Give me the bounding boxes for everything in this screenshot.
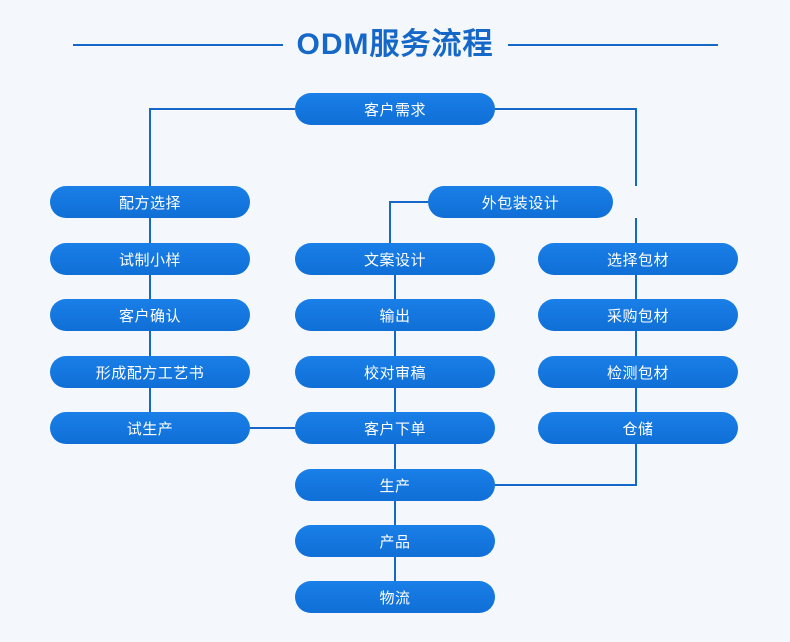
node-formula-selection[interactable]: 配方选择 (50, 186, 250, 218)
node-trial-sample[interactable]: 试制小样 (50, 243, 250, 275)
node-label: 形成配方工艺书 (95, 364, 205, 382)
node-inspect-material[interactable]: 检测包材 (538, 356, 738, 388)
node-label: 试生产 (126, 420, 174, 438)
node-customer-confirm[interactable]: 客户确认 (50, 299, 250, 331)
node-customer-demand[interactable]: 客户需求 (295, 93, 495, 125)
node-package-design[interactable]: 外包装设计 (428, 186, 613, 218)
node-label: 仓储 (622, 420, 654, 438)
node-copywriting[interactable]: 文案设计 (295, 243, 495, 275)
node-storage[interactable]: 仓储 (538, 412, 738, 444)
node-label: 物流 (379, 589, 411, 607)
node-label: 客户下单 (363, 420, 426, 438)
title-rule-left (72, 44, 283, 46)
connector-package-to-copy (389, 201, 428, 243)
node-purchase-material[interactable]: 采购包材 (538, 299, 738, 331)
node-label: 配方选择 (118, 194, 181, 212)
node-label: 输出 (379, 307, 411, 325)
node-production[interactable]: 生产 (295, 469, 495, 501)
connector-storage-to-production (495, 444, 637, 486)
node-product[interactable]: 产品 (295, 525, 495, 557)
node-label: 采购包材 (606, 307, 669, 325)
page-title: ODM服务流程 (0, 22, 790, 68)
node-logistics[interactable]: 物流 (295, 581, 495, 613)
node-output[interactable]: 输出 (295, 299, 495, 331)
node-label: 生产 (379, 477, 411, 495)
node-label: 检测包材 (606, 364, 669, 382)
node-customer-order[interactable]: 客户下单 (295, 412, 495, 444)
node-label: 选择包材 (606, 251, 669, 269)
connector-demand-to-formula (149, 108, 295, 186)
page-title-text: ODM服务流程 (296, 28, 494, 61)
node-label: 校对审稿 (363, 364, 426, 382)
node-label: 客户需求 (363, 101, 426, 119)
title-rule-right (507, 44, 718, 46)
node-label: 产品 (379, 533, 411, 551)
node-select-material[interactable]: 选择包材 (538, 243, 738, 275)
connector-demand-to-package (495, 108, 637, 186)
node-label: 外包装设计 (481, 194, 560, 212)
node-trial-production[interactable]: 试生产 (50, 412, 250, 444)
node-label: 文案设计 (363, 251, 426, 269)
node-label: 客户确认 (118, 307, 181, 325)
node-proofreading[interactable]: 校对审稿 (295, 356, 495, 388)
node-formula-process[interactable]: 形成配方工艺书 (50, 356, 250, 388)
node-label: 试制小样 (118, 251, 181, 269)
